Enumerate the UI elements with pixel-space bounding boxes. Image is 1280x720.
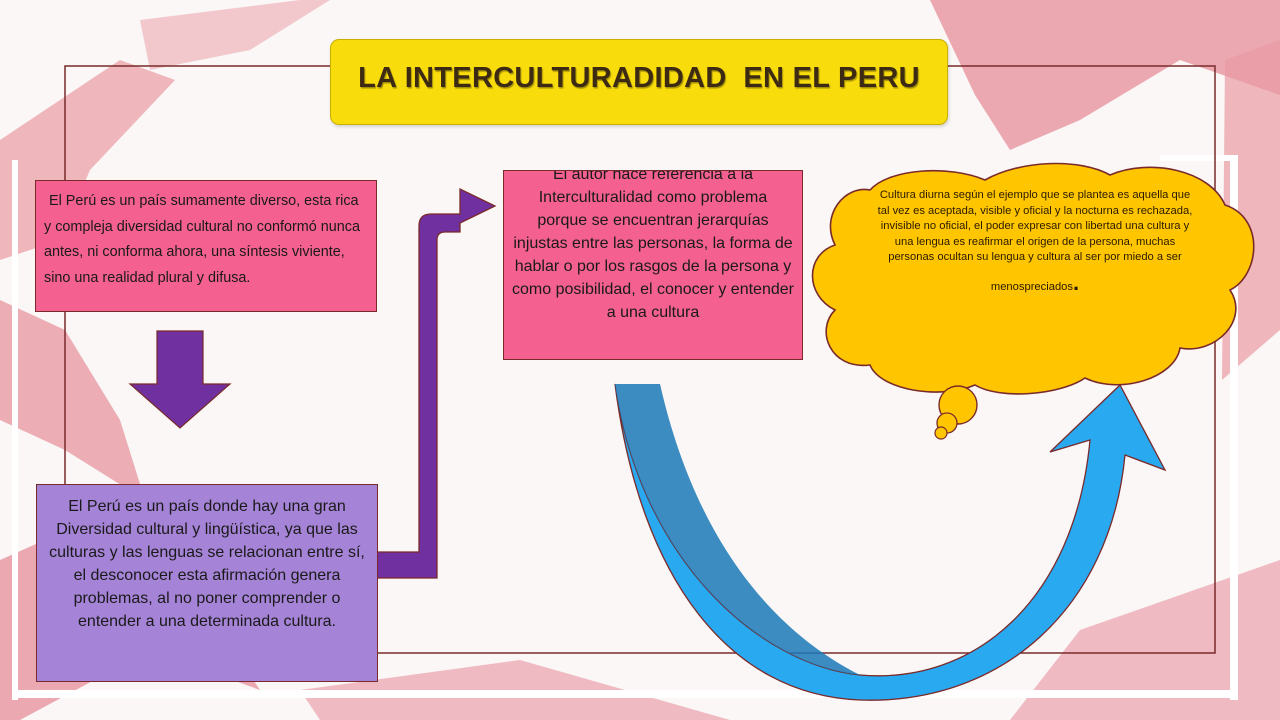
- title-banner: LA INTERCULTURADIDAD EN EL PERU: [330, 39, 948, 125]
- peru-box: El Perú es un país donde hay una gran Di…: [36, 484, 378, 682]
- cloud-body: Cultura diurna según el ejemplo que se p…: [877, 189, 1193, 264]
- stripe-top-left: [140, 0, 330, 70]
- stripe-top-right: [930, 0, 1280, 150]
- cloud-text: Cultura diurna según el ejemplo que se p…: [875, 188, 1195, 296]
- page-title: LA INTERCULTURADIDAD EN EL PERU: [358, 61, 920, 94]
- thought-bubble-small: [934, 426, 948, 440]
- bent-up-arrow-icon: [375, 187, 497, 579]
- diversity-box: El Perú es un país sumamente diverso, es…: [35, 180, 377, 312]
- cloud-last-line: menospreciados.: [875, 271, 1195, 296]
- stripe-left-mid: [0, 300, 145, 500]
- author-box: El autor hace referencia a la Intercultu…: [503, 170, 803, 360]
- thought-cloud: [811, 162, 1255, 395]
- stripe-bottom-right: [1010, 560, 1280, 720]
- cloud-last-word: menospreciados: [990, 280, 1073, 293]
- cloud-period: .: [1072, 269, 1080, 295]
- author-text: El autor hace referencia a la Intercultu…: [512, 170, 794, 321]
- curved-blue-arrow-shadow: [615, 384, 860, 675]
- down-arrow-icon: [128, 330, 232, 429]
